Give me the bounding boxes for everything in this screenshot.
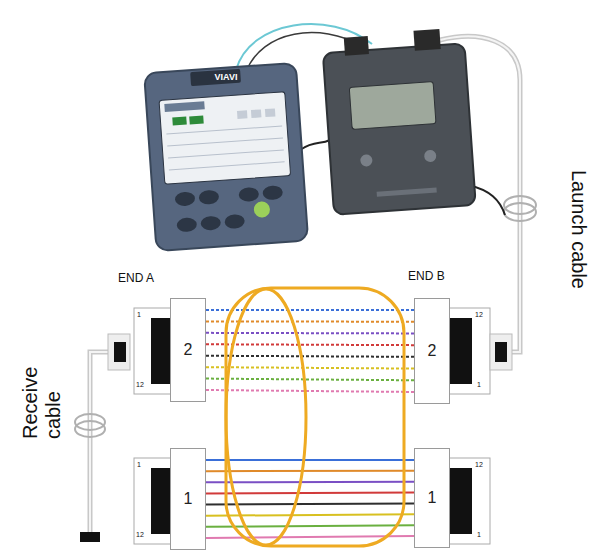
fiber [206,309,414,311]
fiber [206,459,414,461]
end-label: END A [118,272,178,286]
fiber [206,367,414,368]
fiber [206,356,414,357]
trunk-jacket [226,288,404,546]
fiber [206,492,414,495]
end-label: END B [408,270,468,284]
pin-number: 1 [137,461,149,469]
connector-body: 2 [170,298,206,402]
cable-coil [75,421,105,437]
connector-number: 1 [184,490,193,508]
mpo-connector [108,308,172,544]
cable-plug [80,532,100,542]
connector-body: 2 [414,298,450,404]
trunk-jacket-end [226,289,306,545]
pin-number: 12 [475,461,489,469]
pin-number: 12 [136,381,150,389]
fiber [206,525,414,527]
connector-body: 1 [170,448,206,550]
connector-number: 1 [428,489,437,507]
mpo-connector [448,308,512,544]
fiber [206,470,414,472]
pin-number: 12 [136,531,150,539]
fiber [206,379,414,381]
pin-number: 1 [477,531,489,539]
fiber-bundle [206,310,414,392]
pin-number: 1 [137,311,149,319]
pin-number: 1 [477,381,489,389]
usb-cable [300,140,330,150]
connector-number: 2 [184,341,193,359]
cable-coil [504,203,536,221]
receive-cable-core [90,352,112,532]
cable-label: Receive cable [19,359,65,439]
cable-label: Launch cable [567,165,590,295]
otdr-device [144,63,308,251]
fiber [206,390,414,392]
receive-cable [90,352,112,532]
connector-body: 1 [414,448,450,548]
fiber [206,343,414,346]
power-meter [322,27,476,214]
pin-number: 12 [475,311,489,319]
fiber-bundle [206,460,414,538]
fiber [206,481,414,484]
fiber [206,514,414,515]
brand-logo: VIAVI [204,72,248,82]
connector-number: 2 [428,342,437,360]
fiber [206,320,414,322]
